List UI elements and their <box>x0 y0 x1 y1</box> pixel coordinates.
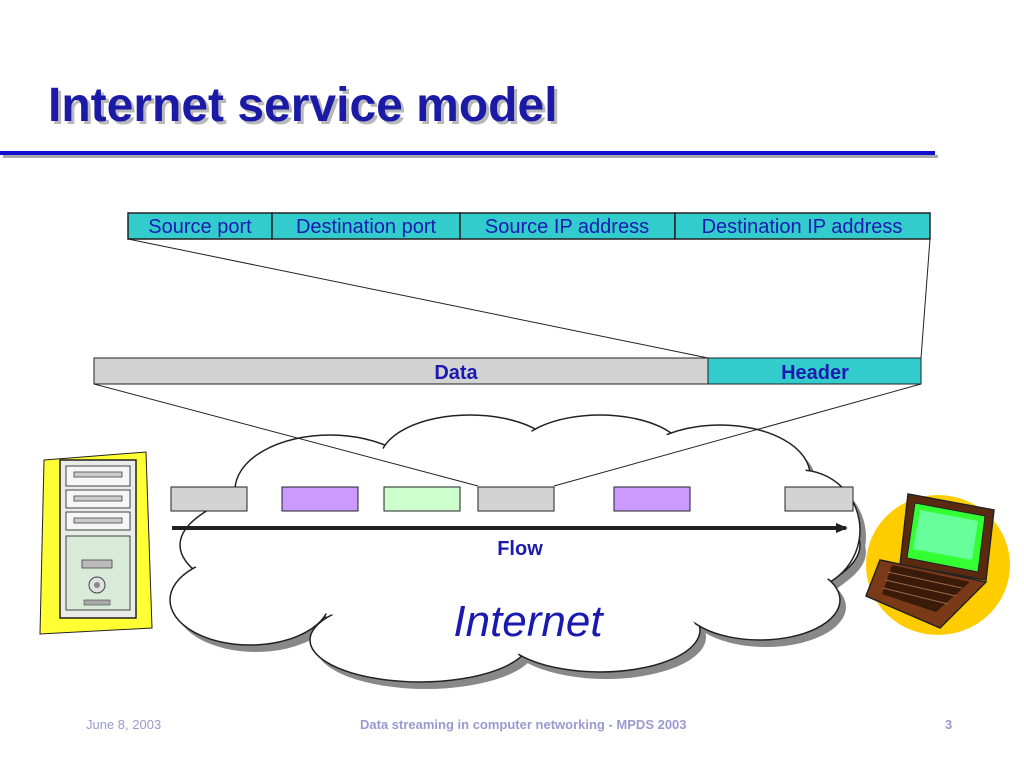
header-field-box <box>459 212 676 240</box>
laptop-computer-icon <box>865 493 1010 635</box>
header-field-source-port: Source port <box>148 216 252 238</box>
zoom-line-packet-right <box>553 383 922 487</box>
internet-label: Internet <box>453 597 604 646</box>
packet-stream <box>170 486 854 512</box>
header-field-destination-ip: Destination IP address <box>702 216 903 238</box>
packet-data-label: Data <box>434 362 478 384</box>
title-rule-shadow <box>3 155 938 158</box>
header-field-destination-port: Destination port <box>296 216 437 238</box>
footer-page-number: 3 <box>945 717 953 732</box>
zoom-line-header-left <box>127 238 709 359</box>
stream-packet <box>784 486 854 512</box>
stream-packet <box>613 486 691 512</box>
stream-packet <box>170 486 248 512</box>
stream-packet <box>281 486 359 512</box>
stream-packet <box>383 486 461 512</box>
slide-title: Internet service model <box>48 79 558 132</box>
flow-label: Flow <box>497 538 543 560</box>
footer-presentation-title: Data streaming in computer networking - … <box>360 717 687 732</box>
zoom-line-header-right <box>920 238 931 359</box>
header-field-source-ip: Source IP address <box>485 216 649 238</box>
packet-bar: Data Header <box>93 357 922 385</box>
stream-packet <box>477 486 555 512</box>
packet-header-segment <box>707 357 922 385</box>
title-rule <box>0 151 935 155</box>
header-field-box <box>674 212 931 240</box>
footer-date: June 8, 2003 <box>86 717 162 732</box>
zoom-line-packet-left <box>93 383 479 487</box>
header-fields-row: Source port Destination port Source IP a… <box>127 212 931 240</box>
desktop-computer-icon <box>39 451 153 635</box>
packet-data-segment <box>93 357 709 385</box>
packet-header-label: Header <box>781 362 849 384</box>
